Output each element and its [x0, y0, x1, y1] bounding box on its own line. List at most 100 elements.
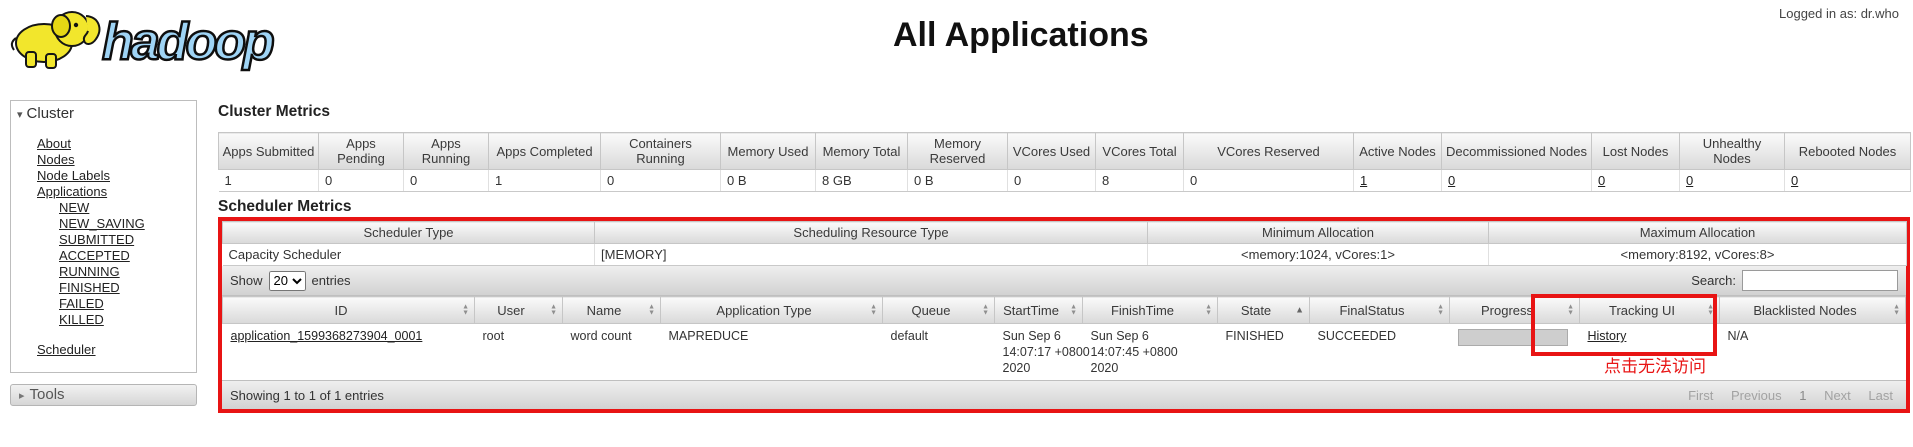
state-submitted-link[interactable]: SUBMITTED: [59, 232, 135, 247]
col-active-nodes: Active Nodes: [1353, 132, 1442, 170]
logged-in-status: Logged in as: dr.who: [1779, 6, 1899, 21]
state-failed-link[interactable]: FAILED: [59, 296, 104, 311]
cluster-section-label: Cluster: [26, 105, 75, 122]
main-content: Cluster Metrics Apps Submitted Apps Pend…: [218, 103, 1911, 413]
sidebar-item-finished[interactable]: FINISHED: [11, 280, 196, 296]
show-entries-label: Show: [230, 273, 263, 288]
sidebar: ▾Cluster About Nodes Node Labels Applica…: [10, 100, 197, 373]
state-new-saving-link[interactable]: NEW_SAVING: [59, 216, 145, 231]
pagination-next-button[interactable]: Next: [1824, 387, 1851, 403]
decommissioned-nodes-link[interactable]: 0: [1448, 173, 1456, 188]
maximum-allocation-value: <memory:8192, vCores:8>: [1488, 243, 1907, 266]
lost-nodes-link[interactable]: 0: [1598, 173, 1606, 188]
sidebar-item-new[interactable]: NEW: [11, 200, 196, 216]
vcores-reserved-value: 0: [1183, 169, 1354, 192]
col-vcores-total: VCores Total: [1095, 132, 1184, 170]
tools-section-label: Tools: [29, 386, 65, 403]
sidebar-item-failed[interactable]: FAILED: [11, 296, 196, 312]
sidebar-section-tools[interactable]: ▸ Tools: [10, 384, 197, 406]
sidebar-item-killed[interactable]: KILLED: [11, 312, 196, 328]
state-accepted-link[interactable]: ACCEPTED: [59, 248, 130, 263]
vcores-total-value: 8: [1095, 169, 1184, 192]
scheduler-metrics-values-row: Capacity Scheduler [MEMORY] <memory:1024…: [222, 243, 1907, 266]
col-minimum-allocation: Minimum Allocation: [1147, 221, 1489, 244]
tracking-ui-history-link[interactable]: History: [1587, 329, 1627, 343]
sort-icon: ▲▼: [982, 303, 989, 316]
state-cell: FINISHED: [1217, 323, 1310, 380]
pagination-last-button[interactable]: Last: [1868, 387, 1893, 403]
sort-icon: ▲▼: [870, 303, 877, 316]
sidebar-item-new-saving[interactable]: NEW_SAVING: [11, 216, 196, 232]
col-scheduler-type: Scheduler Type: [222, 221, 595, 244]
sort-icon: ▲▼: [550, 303, 557, 316]
hadoop-wordmark: hadoop: [102, 13, 274, 71]
col-vcores-used: VCores Used: [1007, 132, 1096, 170]
applications-table: ID▲▼ User▲▼ Name▲▼ Application Type▲▼ Qu…: [222, 296, 1906, 380]
scheduler-metrics-header-row: Scheduler Type Scheduling Resource Type …: [222, 221, 1907, 244]
col-name[interactable]: Name▲▼: [562, 296, 661, 324]
sidebar-item-submitted[interactable]: SUBMITTED: [11, 232, 196, 248]
col-blacklisted-nodes[interactable]: Blacklisted Nodes▲▼: [1719, 296, 1906, 324]
col-finalstatus[interactable]: FinalStatus▲▼: [1309, 296, 1450, 324]
col-finishtime[interactable]: FinishTime▲▼: [1082, 296, 1218, 324]
sort-icon: ▲▼: [1893, 303, 1900, 316]
sidebar-section-cluster[interactable]: ▾Cluster: [11, 101, 196, 126]
page-size-select[interactable]: 20: [268, 270, 306, 291]
sort-icon: ▲▼: [1070, 303, 1077, 316]
sidebar-item-running[interactable]: RUNNING: [11, 264, 196, 280]
hadoop-elephant-icon: hadoop: [10, 11, 278, 72]
sort-icon: ▲▼: [648, 303, 655, 316]
node-labels-link[interactable]: Node Labels: [37, 168, 110, 183]
sidebar-item-accepted[interactable]: ACCEPTED: [11, 248, 196, 264]
col-vcores-reserved: VCores Reserved: [1183, 132, 1354, 170]
pagination-first-button[interactable]: First: [1688, 387, 1714, 403]
unhealthy-nodes-link[interactable]: 0: [1686, 173, 1694, 188]
pagination-page-1-button[interactable]: 1: [1799, 387, 1807, 403]
col-starttime[interactable]: StartTime▲▼: [994, 296, 1083, 324]
cluster-metrics-title: Cluster Metrics: [218, 103, 330, 120]
sidebar-item-scheduler[interactable]: Scheduler: [11, 342, 196, 358]
state-killed-link[interactable]: KILLED: [59, 312, 104, 327]
sidebar-item-node-labels[interactable]: Node Labels: [11, 168, 196, 184]
col-user[interactable]: User▲▼: [474, 296, 563, 324]
application-id-link[interactable]: application_1599368273904_0001: [230, 329, 423, 343]
sorted-ascending-icon: ▲: [1295, 304, 1304, 315]
col-apps-running: Apps Running: [403, 132, 489, 170]
col-id[interactable]: ID▲▼: [222, 296, 475, 324]
apps-completed-value: 1: [488, 169, 601, 192]
sidebar-item-about[interactable]: About: [11, 136, 196, 152]
entries-label: entries: [311, 273, 351, 288]
search-input[interactable]: [1742, 270, 1898, 291]
sidebar-item-nodes[interactable]: Nodes: [11, 152, 196, 168]
expand-triangle-icon: ▸: [19, 390, 25, 402]
minimum-allocation-value: <memory:1024, vCores:1>: [1147, 243, 1489, 266]
state-new-link[interactable]: NEW: [59, 200, 90, 215]
sidebar-item-applications[interactable]: Applications: [11, 184, 196, 200]
cluster-metrics-header-row: Apps Submitted Apps Pending Apps Running…: [218, 132, 1911, 170]
col-tracking-ui[interactable]: Tracking UI▲▼: [1579, 296, 1720, 324]
active-nodes-link[interactable]: 1: [1360, 173, 1368, 188]
col-maximum-allocation: Maximum Allocation: [1488, 221, 1907, 244]
pagination-previous-button[interactable]: Previous: [1731, 387, 1782, 403]
col-state[interactable]: State▲: [1217, 296, 1310, 324]
memory-used-value: 0 B: [720, 169, 816, 192]
nodes-link[interactable]: Nodes: [37, 152, 75, 167]
applications-link[interactable]: Applications: [37, 184, 108, 199]
col-progress[interactable]: Progress▲▼: [1449, 296, 1580, 324]
name-cell: word count: [562, 323, 661, 380]
sort-icon: ▲▼: [1437, 303, 1444, 316]
hadoop-logo[interactable]: hadoop: [6, 2, 298, 81]
scheduler-nav-list: Scheduler: [11, 342, 196, 358]
rebooted-nodes-link[interactable]: 0: [1791, 173, 1799, 188]
sort-icon: ▲▼: [1707, 303, 1714, 316]
state-running-link[interactable]: RUNNING: [59, 264, 120, 279]
about-link[interactable]: About: [37, 136, 71, 151]
state-finished-link[interactable]: FINISHED: [59, 280, 120, 295]
vcores-used-value: 0: [1007, 169, 1096, 192]
col-queue[interactable]: Queue▲▼: [882, 296, 995, 324]
blacklisted-nodes-cell: N/A: [1719, 323, 1906, 380]
scheduler-link[interactable]: Scheduler: [37, 342, 96, 357]
col-application-type[interactable]: Application Type▲▼: [660, 296, 883, 324]
user-cell: root: [474, 323, 563, 380]
scheduler-metrics-table: Scheduler Type Scheduling Resource Type …: [222, 221, 1907, 266]
